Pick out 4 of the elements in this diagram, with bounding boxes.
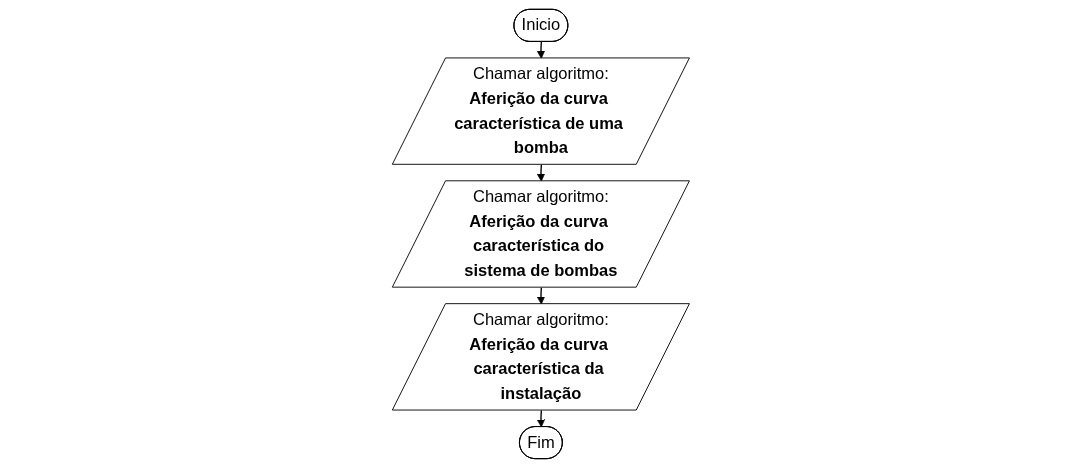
arrow [537,286,546,305]
arrow [537,164,546,182]
arrow [537,41,546,59]
arrow [537,409,546,428]
